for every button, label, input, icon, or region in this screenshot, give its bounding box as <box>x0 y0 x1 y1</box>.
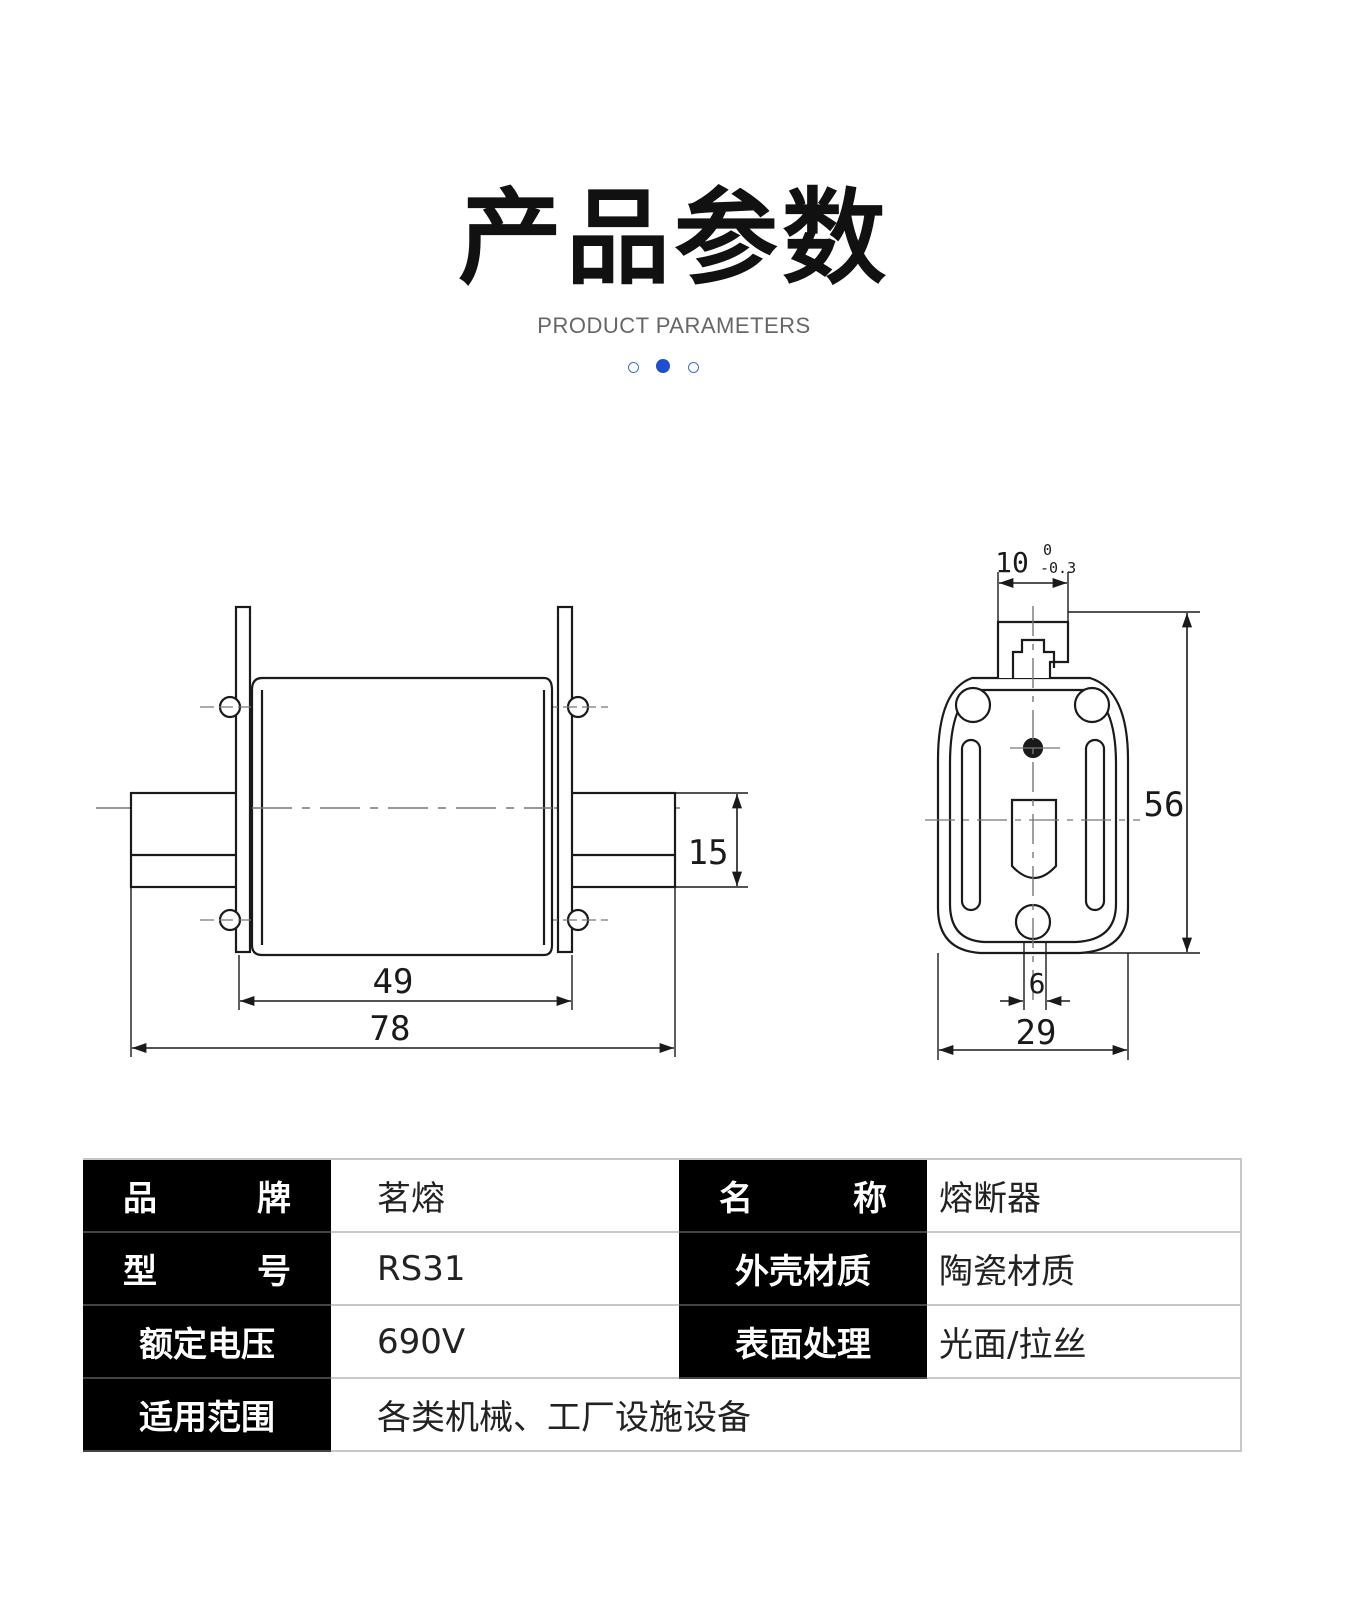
spec-value-voltage: 690V <box>331 1305 679 1379</box>
dim-body-depth: 29 <box>1016 1013 1057 1053</box>
page-title: 产品参数 <box>457 177 890 299</box>
spec-row: 额定电压 690V 表面处理 光面/拉丝 <box>83 1305 1242 1379</box>
dim-total-length: 78 <box>370 1009 411 1049</box>
spec-value-model: RS31 <box>331 1232 679 1306</box>
spec-label-application: 适用范围 <box>83 1378 331 1452</box>
spec-row: 型号 RS31 外壳材质 陶瓷材质 <box>83 1232 1242 1306</box>
dim-tab-tolerance-top: 0 <box>1043 541 1052 559</box>
spec-row: 适用范围 各类机械、工厂设施设备 <box>83 1378 1242 1452</box>
spec-value-application: 各类机械、工厂设施设备 <box>331 1378 1242 1452</box>
carousel-dot-2[interactable] <box>656 359 670 373</box>
fuse-dimension-drawing: 49 78 15 <box>96 541 1200 1060</box>
spec-label-model: 型号 <box>83 1232 331 1306</box>
spec-label-surface: 表面处理 <box>679 1305 927 1379</box>
right-blade <box>563 791 677 889</box>
spec-value-brand: 茗熔 <box>331 1158 679 1233</box>
left-end-plate <box>234 605 252 954</box>
dim-tab-width: 10 <box>995 546 1029 579</box>
dim-blade-thickness: 15 <box>688 833 729 873</box>
carousel-indicator <box>628 358 728 378</box>
dim-tab-tolerance-bottom: -0.3 <box>1040 559 1076 577</box>
spec-row: 品牌 茗熔 名称 熔断器 <box>83 1158 1242 1233</box>
spec-label-brand: 品牌 <box>83 1158 331 1233</box>
left-slot <box>960 738 982 912</box>
left-blade <box>129 791 241 889</box>
right-slot <box>1084 738 1106 912</box>
dim-body-width: 49 <box>373 962 414 1002</box>
spec-value-housing: 陶瓷材质 <box>927 1232 1242 1306</box>
dim-height: 56 <box>1144 785 1185 825</box>
right-end-plate <box>556 605 574 954</box>
ceramic-body <box>250 676 554 957</box>
carousel-dot-3[interactable] <box>688 362 699 373</box>
spec-value-surface: 光面/拉丝 <box>927 1305 1242 1379</box>
carousel-dot-1[interactable] <box>628 362 639 373</box>
indicator-window <box>1010 798 1058 880</box>
spec-label-housing: 外壳材质 <box>679 1232 927 1306</box>
dim-slot-width: 6 <box>1029 967 1046 1000</box>
spec-table: 品牌 茗熔 名称 熔断器 型号 RS31 外壳材质 陶瓷材质 额定电压 690V… <box>83 1158 1242 1452</box>
front-view <box>96 605 748 1057</box>
spec-label-voltage: 额定电压 <box>83 1305 331 1379</box>
spec-label-name: 名称 <box>679 1158 927 1233</box>
page-subtitle: PRODUCT PARAMETERS <box>537 313 811 338</box>
spec-value-name: 熔断器 <box>927 1158 1242 1233</box>
side-view <box>925 572 1200 1060</box>
